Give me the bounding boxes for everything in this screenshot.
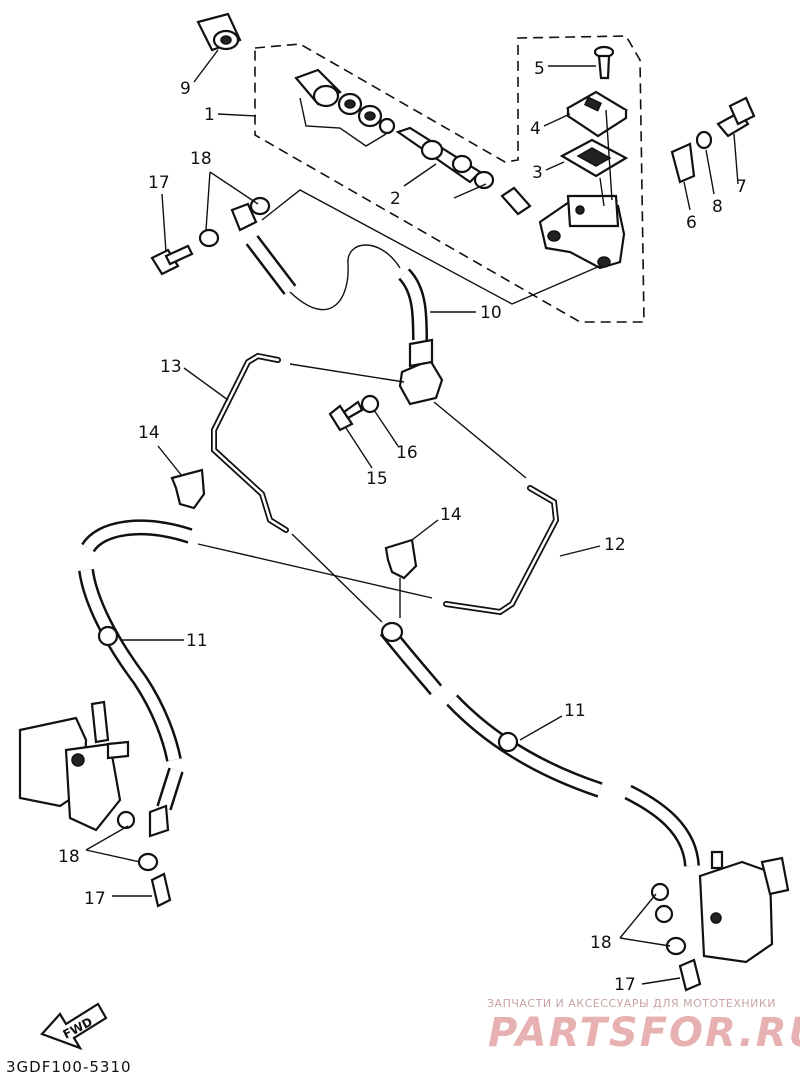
master-cylinder-body [538,194,626,270]
callout-4: 4 [530,119,541,139]
callout-14-right: 14 [440,505,462,525]
push-rod-part-2 [395,126,532,216]
callout-7: 7 [736,177,747,197]
pipe-clip-14-left [170,468,206,510]
clip-part-6 [670,142,696,184]
callout-16: 16 [396,443,418,463]
union-bolt-upper [150,244,194,276]
callout-1: 1 [204,105,215,125]
brake-hose-left-part-11 [78,519,193,838]
fwd-arrow-icon: FWD [40,1002,108,1051]
callout-18-left: 18 [58,847,80,867]
bleed-screw-left [150,872,172,908]
callout-17-right: 17 [614,975,636,995]
callout-5: 5 [534,59,545,79]
callout-13: 13 [160,357,182,377]
bleed-screw-right [678,958,702,992]
callout-11-left: 11 [186,631,208,651]
callout-14-left: 14 [138,423,160,443]
callout-9: 9 [180,79,191,99]
brake-pipe-part-13 [211,352,289,533]
callout-15: 15 [366,469,388,489]
callout-11-right: 11 [564,701,586,721]
callout-18-right: 18 [590,933,612,953]
callout-17-left: 17 [84,889,106,909]
watermark-caption: ЗАПЧАСТИ И АКСЕССУАРЫ ДЛЯ МОТОТЕХНИКИ [487,997,776,1010]
brake-hose-right-part-11 [379,621,700,867]
piston-kit-part-1 [294,68,396,135]
reservoir-cap-part-4 [565,90,629,138]
three-way-joint [398,338,444,406]
copper-washer-upper-a [198,228,220,248]
callout-17-upper: 17 [148,173,170,193]
caliper-left [18,700,136,832]
diagram-part-code: 3GDF100-5310 [6,1058,132,1076]
callout-6: 6 [686,213,697,233]
screw-part-5 [593,45,615,80]
callout-12: 12 [604,535,626,555]
leader-lines [85,49,739,985]
brake-hose-part-10 [230,202,428,341]
callout-2: 2 [390,189,401,209]
pipe-clip-14-right [384,538,418,580]
bolt-part-7 [716,96,756,138]
callout-10: 10 [480,303,502,323]
bolt-part-15 [328,400,364,432]
callout-numbers: 9 1 2 5 4 3 6 8 7 18 17 10 13 16 15 14 1… [58,59,747,995]
copper-washer-left [137,852,159,872]
callout-3: 3 [532,163,543,183]
washer-part-16 [360,394,380,414]
callout-8: 8 [712,197,723,217]
callout-18-upper: 18 [190,149,212,169]
watermark-logo: PARTSFOR.RU [488,1010,800,1056]
caliper-right [650,850,790,964]
boot-part-9 [196,12,242,52]
washer-part-8 [695,130,713,150]
diaphragm-part-3 [559,138,629,178]
